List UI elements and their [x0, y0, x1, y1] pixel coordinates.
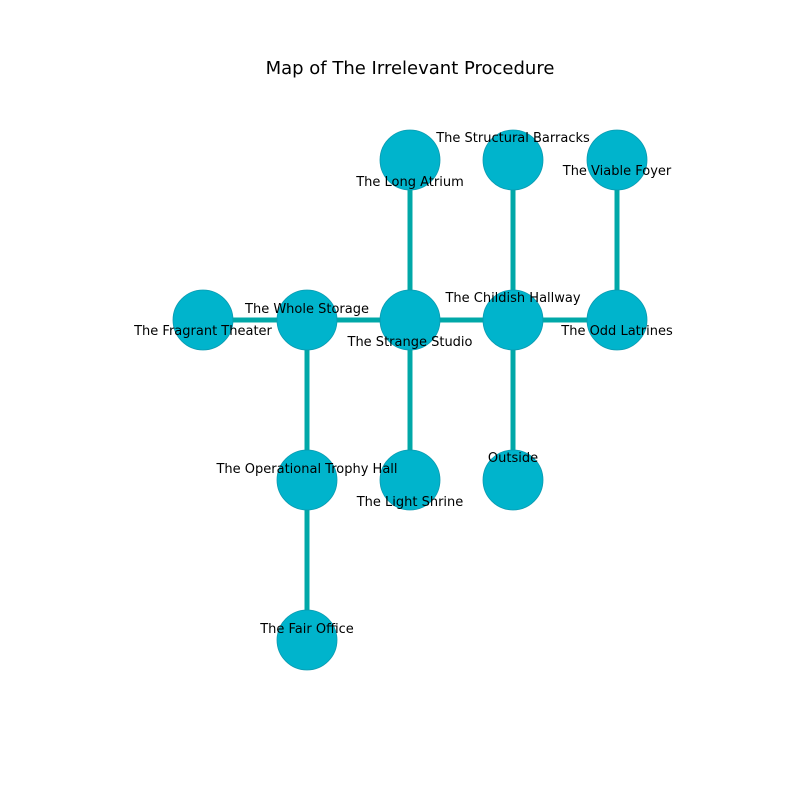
edges-layer — [203, 160, 620, 640]
room-label-strange-studio: The Strange Studio — [347, 335, 473, 350]
room-node-light-shrine — [379, 449, 441, 511]
room-node-operational-trophy-hall — [276, 449, 338, 511]
nodes-layer — [172, 129, 648, 671]
room-node-odd-latrines — [586, 289, 648, 351]
map-title: Map of The Irrelevant Procedure — [266, 58, 555, 79]
room-label-odd-latrines: The Odd Latrines — [560, 324, 673, 339]
room-label-fair-office: The Fair Office — [259, 622, 354, 637]
room-label-light-shrine: The Light Shrine — [356, 495, 464, 510]
room-label-viable-foyer: The Viable Foyer — [562, 164, 672, 179]
room-node-fragrant-theater — [172, 289, 234, 351]
room-node-whole-storage — [276, 289, 338, 351]
labels-layer: The Long Atrium The Structural BarracksTh… — [133, 131, 673, 637]
room-node-viable-foyer — [586, 129, 648, 191]
room-node-structural-barracks — [482, 129, 544, 191]
room-node-outside — [482, 449, 544, 511]
room-label-operational-trophy-hall: The Operational Trophy Hall — [215, 462, 397, 477]
room-node-fair-office — [276, 609, 338, 671]
room-node-long-atrium — [379, 129, 441, 191]
room-label-structural-barracks: The Structural Barracks — [435, 131, 590, 146]
room-label-outside: Outside — [488, 451, 538, 466]
room-label-childish-hallway: The Childish Hallway — [444, 291, 580, 306]
room-label-whole-storage: The Whole Storage — [244, 302, 369, 317]
room-label-long-atrium: The Long Atrium — [355, 175, 464, 190]
room-label-fragrant-theater: The Fragrant Theater — [133, 324, 272, 339]
room-node-strange-studio — [379, 289, 441, 351]
room-node-childish-hallway — [482, 289, 544, 351]
